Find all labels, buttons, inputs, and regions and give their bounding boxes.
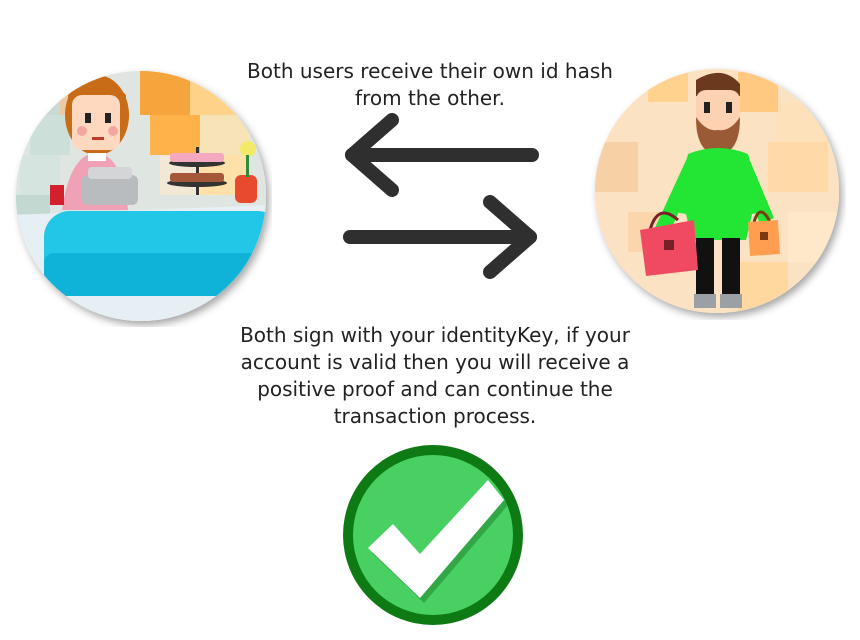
merchant-illustration <box>16 71 266 321</box>
shopper-illustration <box>595 69 839 313</box>
exchange-arrows-icon <box>343 113 539 279</box>
checkmark-icon <box>343 445 523 625</box>
caption-sign-identity-key: Both sign with your identityKey, if your… <box>240 323 630 428</box>
caption-id-hash-exchange: Both users receive their own id hash fro… <box>247 59 613 110</box>
